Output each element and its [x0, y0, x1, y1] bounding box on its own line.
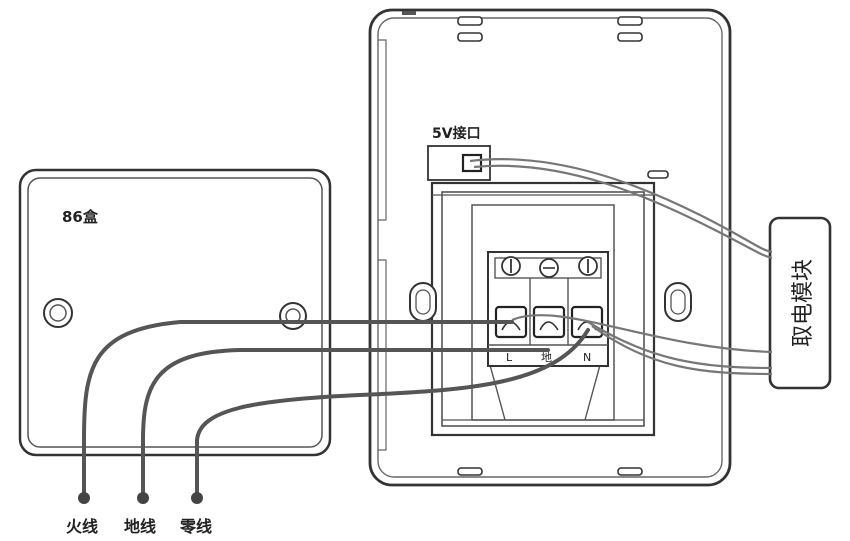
neutral-wire [195, 328, 590, 497]
module-wire-n [587, 321, 773, 370]
terminal-label-n: N [583, 351, 591, 364]
neutral-wire-end [191, 492, 203, 504]
power-module: 取电模块 [768, 216, 832, 390]
switch-back-panel: 5V接口 [368, 8, 732, 487]
module-wire-l [511, 314, 773, 354]
ground-wire-label: 地线 [124, 517, 156, 536]
live-wire-end [78, 492, 90, 504]
5v-port-label: 5V接口 [432, 125, 481, 142]
junction-box-86: 86盒 [18, 168, 332, 457]
clip-bottom-right [617, 467, 643, 476]
clip-top-left [457, 16, 483, 42]
power-module-label: 取电模块 [791, 259, 816, 347]
clip-bottom-left [457, 467, 483, 476]
terminal-label-l: L [506, 351, 513, 364]
terminal-label-e: 地 [541, 351, 552, 364]
screw-hole-left [43, 298, 73, 328]
terminal-block [487, 251, 609, 367]
5v-cable-a [469, 158, 773, 254]
module-wire-n2 [591, 325, 773, 376]
neutral-wire-label: 零线 [179, 517, 212, 536]
ground-wire-end [137, 492, 149, 504]
5v-port [427, 145, 491, 181]
clip-top-right [617, 16, 643, 42]
mount-slot-right [664, 282, 692, 322]
mount-slot-left [409, 282, 437, 322]
live-wire [82, 320, 514, 497]
5v-cable-b [473, 164, 773, 260]
live-wire-label: 火线 [66, 517, 98, 536]
junction-box-label: 86盒 [62, 208, 99, 226]
ground-wire [141, 348, 550, 497]
screw-hole-right [279, 302, 307, 330]
